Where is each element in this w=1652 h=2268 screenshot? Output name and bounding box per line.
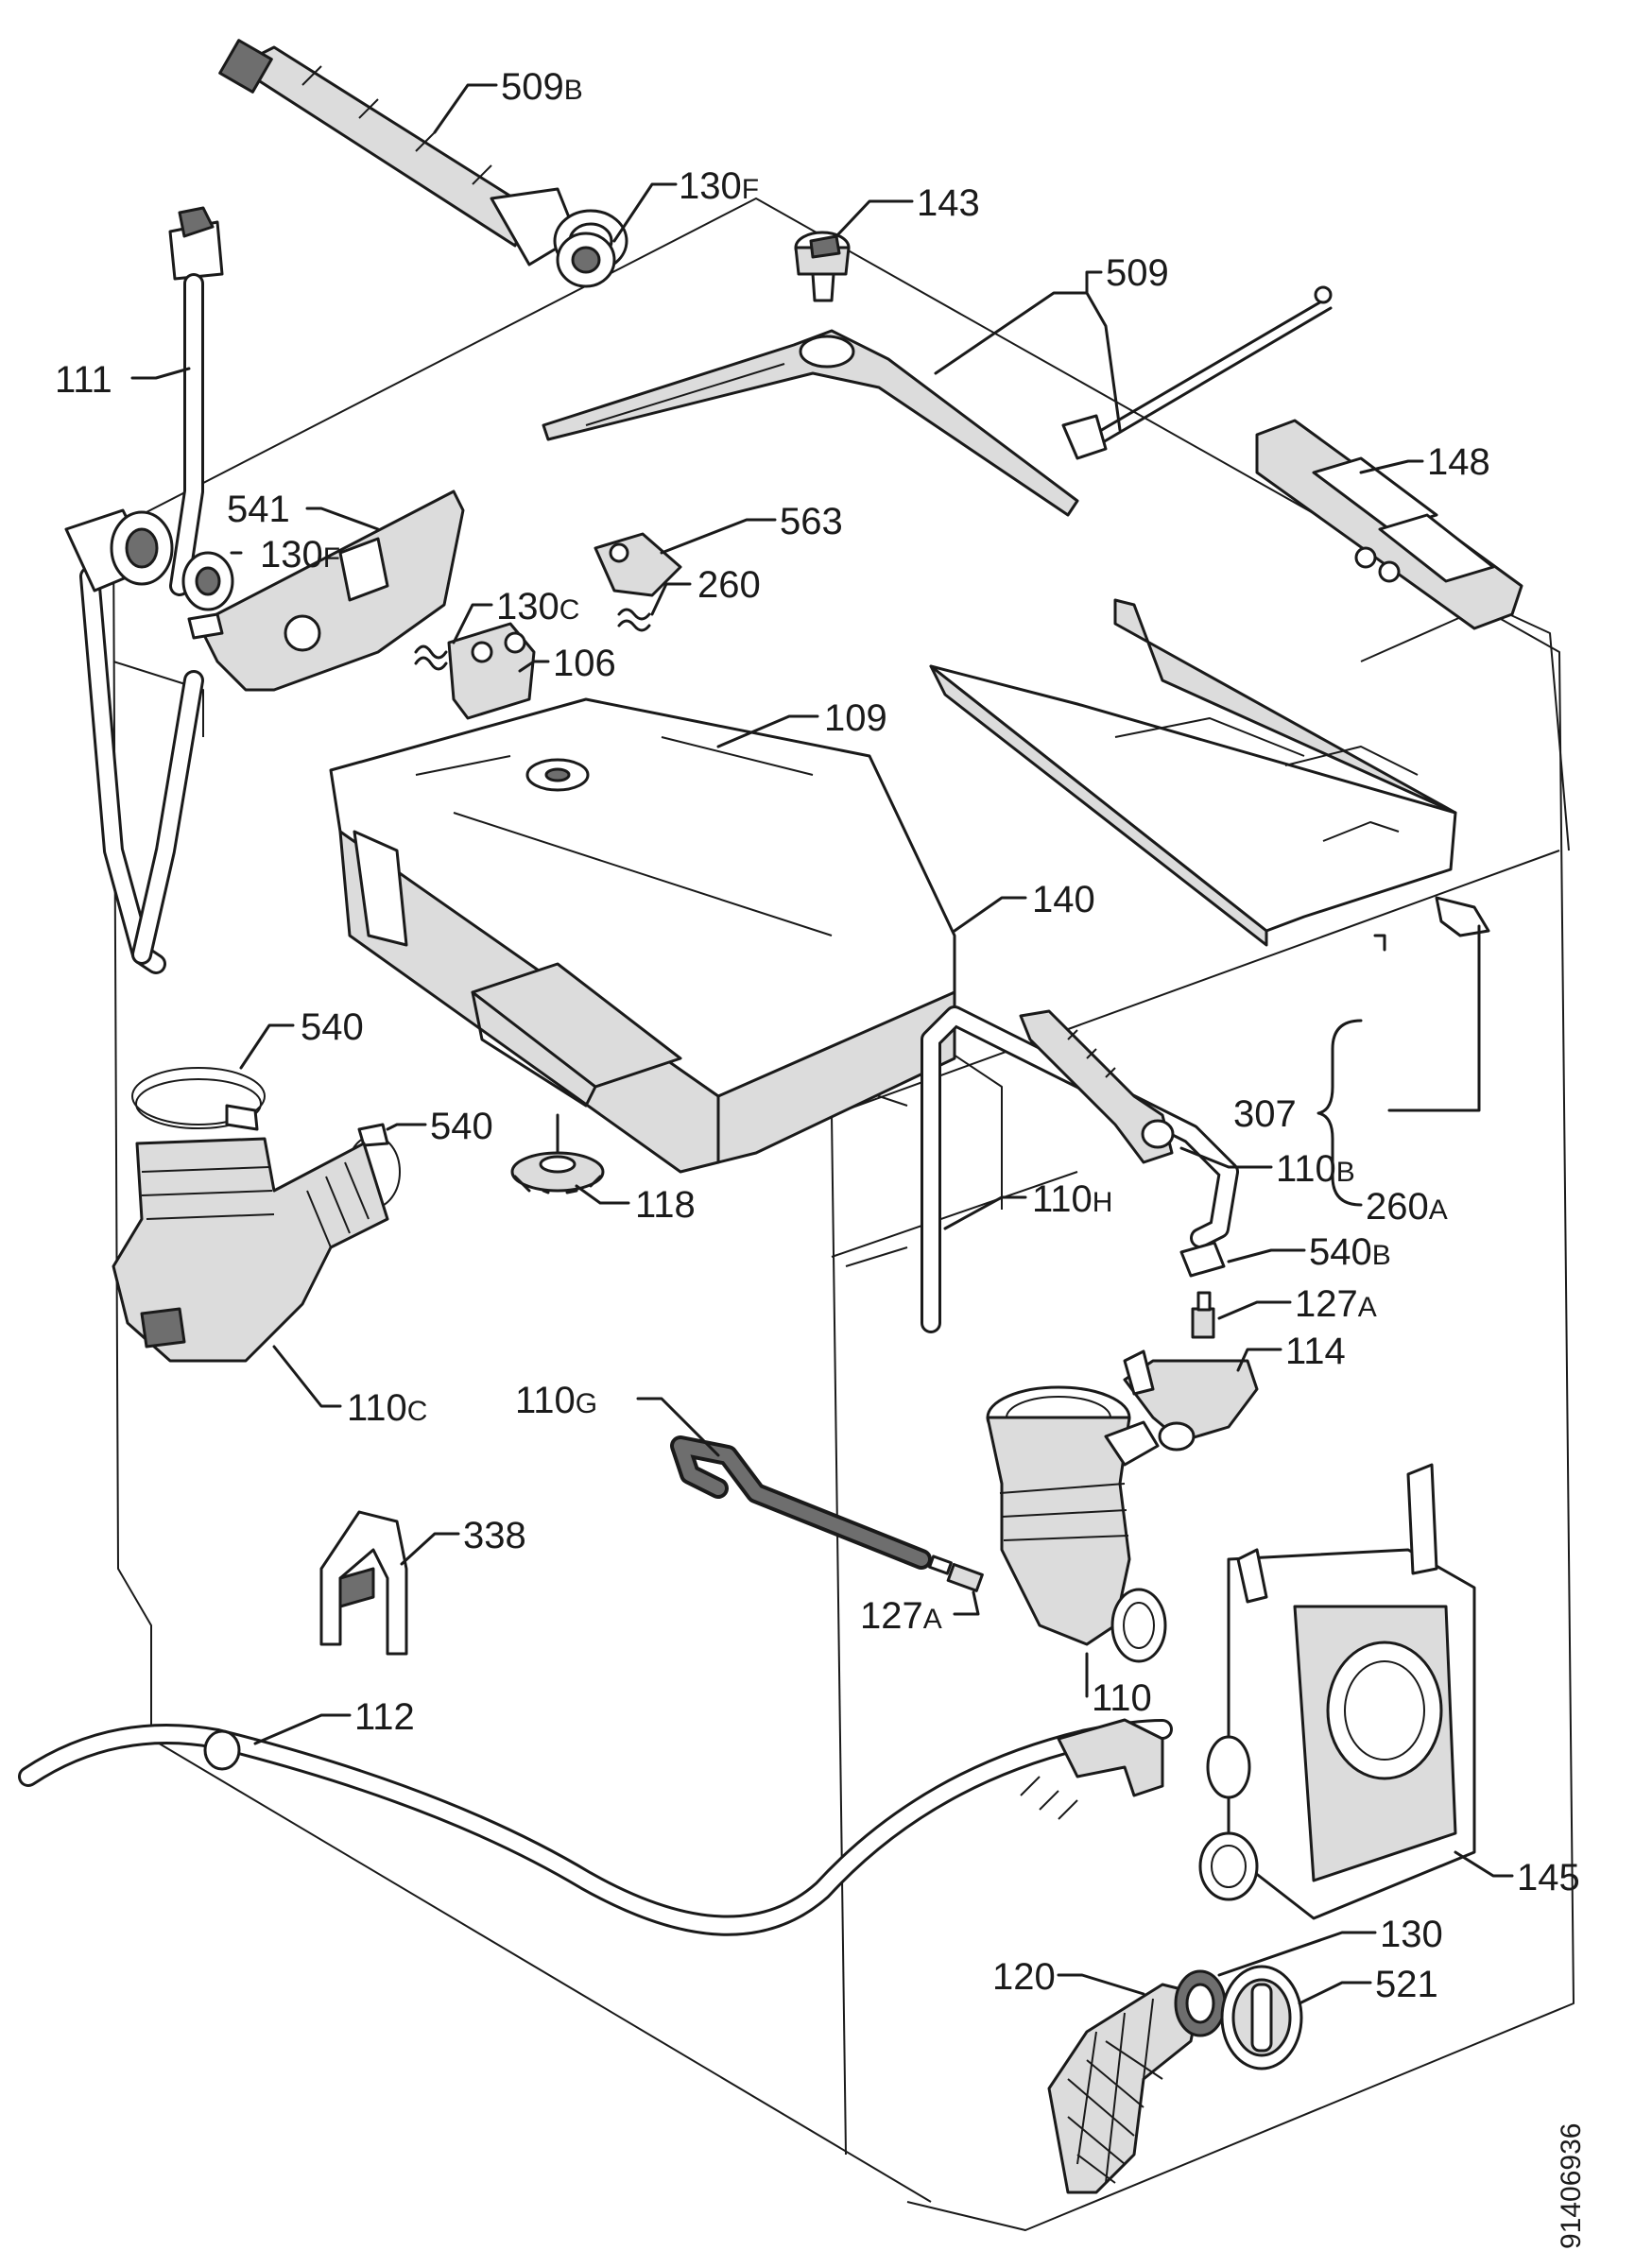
label-130: 130 xyxy=(1380,1914,1443,1955)
label-260a: 260A xyxy=(1366,1186,1448,1228)
label-110: 110 xyxy=(1092,1677,1152,1719)
washer-130f-top xyxy=(556,232,616,288)
bellows-110 xyxy=(986,1385,1167,1663)
tube-110h xyxy=(921,1005,1239,1333)
label-114: 114 xyxy=(1285,1331,1346,1372)
label-112: 112 xyxy=(354,1696,415,1738)
inlet-hose-111 xyxy=(64,206,224,974)
label-130f: 130F xyxy=(260,534,340,576)
pump-housing-145 xyxy=(1198,1463,1476,1920)
clip-260a xyxy=(1435,896,1490,937)
sump-hose-110c xyxy=(112,1137,389,1363)
drain-hose-112 xyxy=(18,1718,1173,1936)
label-509: 509 xyxy=(1106,252,1169,294)
label-110c: 110C xyxy=(347,1387,427,1429)
label-127a-top: 127A xyxy=(1295,1283,1377,1325)
label-260: 260 xyxy=(697,564,761,606)
label-145: 145 xyxy=(1517,1857,1580,1899)
drawing-code: 91406936 xyxy=(1556,2123,1587,2249)
drawer-140 xyxy=(929,598,1457,947)
label-127a-bottom: 127A xyxy=(860,1595,942,1637)
label-563: 563 xyxy=(780,501,843,542)
label-521: 521 xyxy=(1375,1964,1438,2005)
spring-260 xyxy=(617,608,651,632)
washer-130f xyxy=(181,551,234,611)
filter-120 xyxy=(1047,1983,1202,2194)
label-110b: 110B xyxy=(1276,1148,1355,1190)
panel-541 xyxy=(187,490,465,692)
nut-118 xyxy=(510,1113,605,1194)
cover-148 xyxy=(1255,419,1523,630)
clamp-540-top xyxy=(131,1067,266,1131)
nozzle-127a-top xyxy=(1191,1291,1215,1339)
label-307: 307 xyxy=(1233,1093,1297,1135)
label-148: 148 xyxy=(1427,441,1490,483)
label-120: 120 xyxy=(992,1956,1056,1998)
hose-110g xyxy=(670,1435,932,1570)
clamp-540b xyxy=(1179,1241,1226,1278)
label-540b: 540B xyxy=(1309,1231,1391,1273)
gasket-130 xyxy=(1174,1969,1227,2037)
label-130f-top: 130F xyxy=(679,165,759,207)
clip-338 xyxy=(319,1510,408,1656)
label-540-mid: 540 xyxy=(430,1106,493,1147)
label-143: 143 xyxy=(917,182,980,224)
lever-509 xyxy=(542,329,1079,517)
label-110g: 110G xyxy=(515,1380,597,1421)
label-106: 106 xyxy=(553,643,616,684)
label-509b: 509B xyxy=(501,66,583,108)
label-118: 118 xyxy=(635,1184,696,1226)
cap-521 xyxy=(1220,1965,1303,2070)
cam-563 xyxy=(594,532,682,597)
label-540-top: 540 xyxy=(301,1006,364,1048)
label-109: 109 xyxy=(824,697,887,739)
label-541: 541 xyxy=(227,489,290,530)
hose-110b xyxy=(1019,1009,1175,1164)
leader-lines xyxy=(130,83,1514,2005)
knob-143 xyxy=(794,231,851,302)
valve-106 xyxy=(447,622,536,720)
label-111: 111 xyxy=(55,359,112,401)
label-338: 338 xyxy=(463,1515,526,1556)
nozzle-127a-bottom xyxy=(928,1555,984,1592)
label-140: 140 xyxy=(1032,879,1095,920)
spring-130c xyxy=(414,644,448,671)
label-110h: 110H xyxy=(1032,1178,1112,1220)
label-130c: 130C xyxy=(496,586,579,627)
dispenser-housing-109 xyxy=(329,697,956,1174)
pressure-chamber-114 xyxy=(1123,1349,1259,1452)
part-labels: 509B 130F 143 509 111 148 541 130F 563 2… xyxy=(55,66,1580,2005)
